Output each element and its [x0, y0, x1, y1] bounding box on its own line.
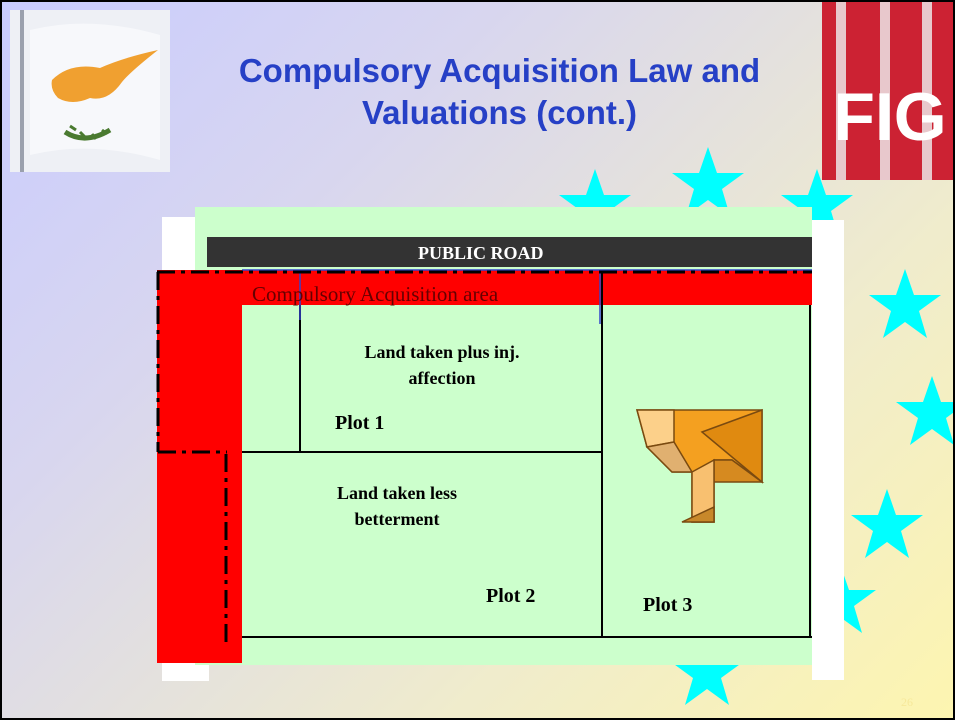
acquisition-left — [157, 270, 242, 663]
plot2-desc-line-1: Land taken less — [336, 483, 458, 503]
slide-title: Compulsory Acquisition Law and Valuation… — [177, 50, 822, 134]
original-boundary — [156, 270, 812, 642]
svg-text:FIG: FIG — [833, 79, 946, 155]
page-number: 26 — [901, 695, 913, 709]
title-line-2: Valuations (cont.) — [361, 94, 638, 131]
plot2-desc-line-2: betterment — [354, 509, 440, 529]
plot1-desc-line-1: Land taken plus inj. — [364, 342, 520, 362]
plot1-label: Plot 1 — [335, 412, 385, 434]
acquisition-area-label: Compulsory Acquisition area — [252, 282, 499, 306]
plot2-description: Land taken less betterment — [302, 480, 492, 532]
plot3-label: Plot 3 — [643, 594, 693, 616]
plot1-description: Land taken plus inj. affection — [342, 339, 542, 391]
fig-logo: FIG — [822, 2, 953, 180]
acquisition-strip — [157, 270, 812, 305]
plot1-desc-line-2: affection — [408, 368, 476, 388]
house-roof-icon — [636, 408, 765, 523]
public-road — [207, 237, 812, 267]
plot2-label: Plot 2 — [486, 585, 536, 607]
road-label: PUBLIC ROAD — [418, 243, 544, 263]
frame-right — [812, 220, 844, 680]
title-line-1: Compulsory Acquisition Law and — [238, 52, 761, 89]
cyprus-flag-icon — [10, 10, 170, 172]
